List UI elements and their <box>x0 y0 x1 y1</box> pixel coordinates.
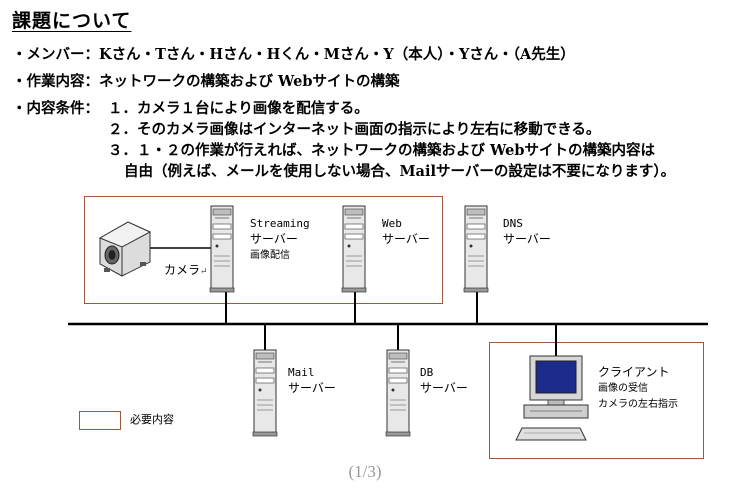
client-line-2: カメラの左右指示 <box>598 399 678 410</box>
streaming-server-label: Streaming サーバー 画像配信 <box>250 216 310 264</box>
page-title: 課題について <box>12 10 132 32</box>
condition-item-3: ３．１・２の作業が行えれば、ネットワークの構築および Webサイトの構築内容は <box>108 142 656 159</box>
web-server-icon <box>341 205 367 293</box>
client-label: クライアント 画像の受信 カメラの左右指示 <box>598 364 678 413</box>
members-value: Kさん・Tさん・Hさん・Hくん・Mさん・Y（本人）・Yさん・（A先生） <box>99 46 575 63</box>
web-server-label: Web サーバー <box>382 216 430 248</box>
work-line: ・作業内容：ネットワークの構築および Webサイトの構築 <box>12 70 400 91</box>
legend-label: 必要内容 <box>130 413 174 426</box>
db-server-role: サーバー <box>420 381 468 395</box>
dns-server-role: サーバー <box>503 232 551 246</box>
condition-item-2: ２．そのカメラ画像はインターネット画面の指示により左右に移動できる。 <box>108 121 601 138</box>
camera-icon <box>98 221 152 277</box>
mail-server-icon <box>252 349 278 437</box>
web-server-role: サーバー <box>382 232 430 246</box>
db-server-name: DB <box>420 366 434 379</box>
work-value: ネットワークの構築および Webサイトの構築 <box>99 73 400 90</box>
camera-label: カメラ <box>164 263 201 277</box>
web-server-name: Web <box>382 217 402 230</box>
dns-server-label: DNS サーバー <box>503 216 551 248</box>
members-label: ・メンバー： <box>12 46 99 63</box>
return-mark-icon: ↵ <box>200 267 208 277</box>
mail-server-name: Mail <box>288 366 315 379</box>
page-number: (1/3) <box>348 462 382 481</box>
client-line-1: 画像の受信 <box>598 383 648 394</box>
db-server-label: DB サーバー <box>420 365 468 397</box>
required-group-client <box>489 342 704 459</box>
members-line: ・メンバー：Kさん・Tさん・Hさん・Hくん・Mさん・Y（本人）・Yさん・（A先生… <box>12 43 575 64</box>
client-name: クライアント <box>598 365 670 379</box>
conditions-label: ・内容条件： <box>12 100 99 117</box>
dns-server-name: DNS <box>503 217 523 230</box>
client-computer-icon <box>515 355 589 441</box>
dns-server-icon <box>463 205 489 293</box>
streaming-server-role: サーバー <box>250 232 298 246</box>
streaming-server-sub: 画像配信 <box>250 250 290 261</box>
streaming-server-name: Streaming <box>250 217 310 230</box>
legend-swatch <box>79 411 121 430</box>
required-group-top <box>84 196 443 304</box>
db-server-icon <box>385 349 411 437</box>
mail-server-label: Mail サーバー <box>288 365 336 397</box>
mail-server-role: サーバー <box>288 381 336 395</box>
streaming-server-icon <box>209 205 235 293</box>
condition-item-3-cont: 自由（例えば、メールを使用しない場合、Mailサーバーの設定は不要になります）。 <box>124 163 676 180</box>
condition-item-1: １．カメラ１台により画像を配信する。 <box>108 100 369 117</box>
work-label: ・作業内容： <box>12 73 99 90</box>
